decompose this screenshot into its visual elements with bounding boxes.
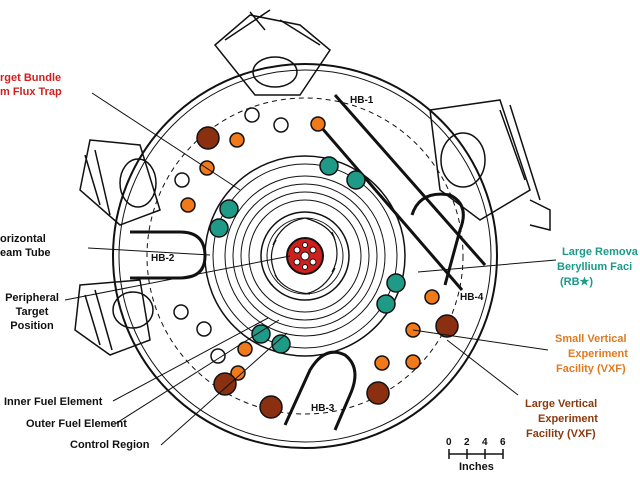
beam-tube-housing-lower-left xyxy=(74,279,154,356)
small-vxf-label-line1: Small Vertical xyxy=(555,333,627,345)
small-vxf-label-line3: Facility (VXF) xyxy=(556,363,626,375)
rb-facility xyxy=(319,156,339,176)
flux-trap-target-bundle xyxy=(286,237,324,275)
rb-facility xyxy=(251,324,271,344)
beam-tube-housing-top xyxy=(213,9,331,96)
scale-tick-6: 6 xyxy=(500,437,506,448)
large-vxf xyxy=(196,126,220,150)
horizontal-beam-tube-label-line2: eam Tube xyxy=(0,247,51,259)
small-vxf xyxy=(180,197,196,213)
rb-facility xyxy=(386,273,406,293)
rb-label-line1: Large Remova xyxy=(562,246,638,258)
peripheral-target-label-line3: Position xyxy=(10,320,54,332)
large-vxf xyxy=(213,372,237,396)
empty-positions xyxy=(173,107,289,364)
rb-facility xyxy=(209,218,229,238)
empty-position xyxy=(196,321,212,337)
small-vxf-label-line2: Experiment xyxy=(568,348,628,360)
empty-position xyxy=(174,172,190,188)
empty-position xyxy=(173,304,189,320)
rb-facility xyxy=(219,199,239,219)
large-vxf xyxy=(366,381,390,405)
scale-tick-4: 4 xyxy=(482,437,488,448)
dashed-boundary xyxy=(146,97,464,415)
rb-label-line2: Beryllium Faci xyxy=(557,261,633,273)
beam-tube-hb3 xyxy=(283,350,357,431)
rb-facility xyxy=(271,334,291,354)
scale-tick-0: 0 xyxy=(446,437,452,448)
large-vxf-label-line1: Large Vertical xyxy=(525,398,598,410)
rb-label-line3: (RB★) xyxy=(560,276,594,288)
beam-tube-hb4 xyxy=(410,192,465,286)
hb4-label: HB-4 xyxy=(460,292,484,303)
hb3-label: HB-3 xyxy=(311,403,335,414)
large-vxf-label-line2: Experiment xyxy=(538,413,598,425)
large-vxf-facilities xyxy=(196,126,459,419)
target-bundle-label-line1: rget Bundle xyxy=(0,72,62,84)
horizontal-beam-tube-label-line1: orizontal xyxy=(0,233,46,245)
peripheral-target-label-line1: Peripheral xyxy=(5,292,59,304)
beam-tube-hb1 xyxy=(313,94,487,291)
beam-tube-housing-right xyxy=(429,99,551,231)
large-vxf-label-line3: Facility (VXF) xyxy=(526,428,596,440)
small-vxf xyxy=(424,289,440,305)
outer-reflector xyxy=(112,63,498,449)
target-bundle-label-line2: m Flux Trap xyxy=(0,86,62,98)
leader-lines xyxy=(64,92,557,446)
large-vxf xyxy=(435,314,459,338)
small-vxf xyxy=(229,132,245,148)
outer-fuel-element-label: Outer Fuel Element xyxy=(26,418,127,430)
rb-facilities xyxy=(209,156,406,354)
small-vxf xyxy=(310,116,326,132)
beam-tube-housing-left xyxy=(79,139,161,226)
empty-position xyxy=(244,107,260,123)
control-region-vanes xyxy=(270,217,338,295)
hb1-label: HB-1 xyxy=(350,95,374,106)
small-vxf xyxy=(230,365,246,381)
large-vxf xyxy=(259,395,283,419)
inner-fuel-element-label: Inner Fuel Element xyxy=(4,396,103,408)
rb-facility xyxy=(376,294,396,314)
rb-facility xyxy=(346,170,366,190)
scale-tick-2: 2 xyxy=(464,437,470,448)
empty-position xyxy=(210,348,226,364)
scale-unit-label: Inches xyxy=(459,461,494,473)
control-region-label: Control Region xyxy=(70,439,150,451)
small-vxf xyxy=(374,355,390,371)
small-vxf-facilities xyxy=(180,116,440,381)
peripheral-target-label-line2: Target xyxy=(15,306,49,318)
scale-bar xyxy=(448,449,504,459)
small-vxf xyxy=(405,354,421,370)
empty-position xyxy=(273,117,289,133)
hb2-label: HB-2 xyxy=(151,253,175,264)
